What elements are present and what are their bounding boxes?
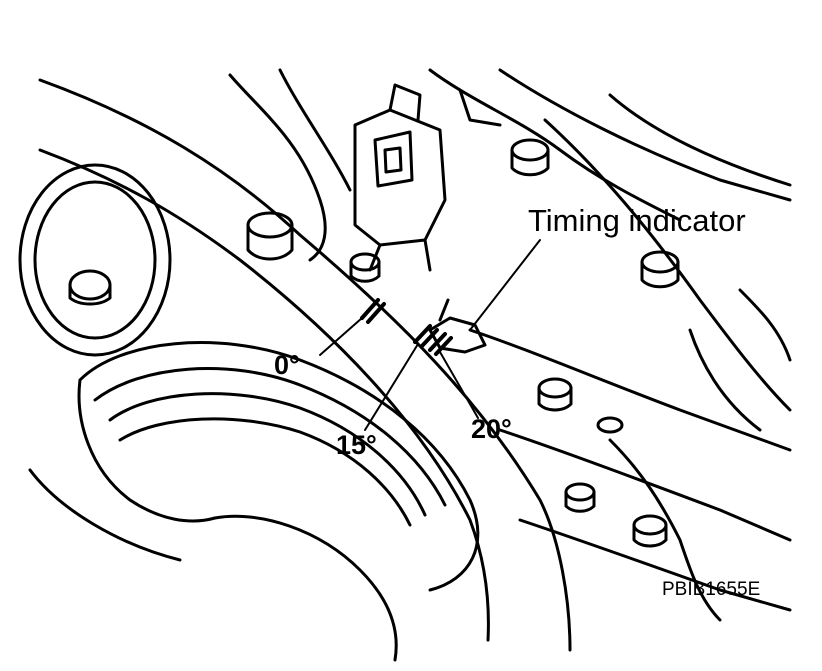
leader-lines (319, 239, 541, 431)
timing-mark-fifteen (413, 324, 439, 348)
timing-indicator-label: Timing indicator (528, 203, 746, 238)
sensor-connector (353, 83, 447, 272)
crankshaft-pulley (28, 341, 480, 662)
engine-block (228, 68, 792, 432)
bolt-right (640, 250, 680, 289)
bolt-upper-right (510, 138, 550, 177)
zero-degree-label: 0° (274, 350, 300, 380)
bolt-lower-right (564, 482, 596, 513)
bolt-center (349, 252, 381, 283)
timing-mark-zero (360, 298, 386, 324)
secondary-pulley (18, 163, 172, 357)
bolt-bottom-right (632, 514, 668, 548)
bolt-left (246, 211, 294, 261)
fifteen-degree-label: 15° (336, 430, 377, 460)
timing-cover (468, 328, 792, 622)
figure-code: PBIB1655E (662, 579, 761, 600)
timing-indicator-pointer (428, 298, 487, 354)
bolt-far-right (596, 416, 624, 434)
drive-belt (38, 78, 572, 652)
bolt-lower-center (537, 377, 573, 412)
twenty-degree-label: 20° (471, 414, 512, 444)
